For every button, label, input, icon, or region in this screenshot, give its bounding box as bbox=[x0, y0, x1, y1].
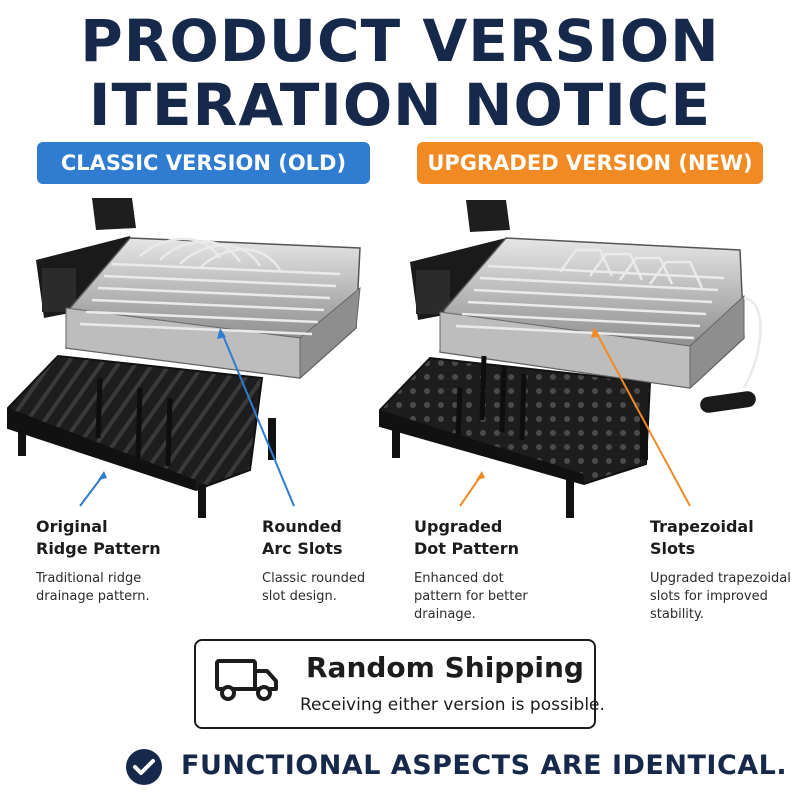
feature-desc: Enhanced dot bbox=[414, 571, 504, 586]
feature-desc: slot design. bbox=[262, 589, 337, 604]
dish-rack-comparison-illustration bbox=[7, 198, 762, 518]
feature-title: Upgraded bbox=[414, 517, 503, 536]
feature-title: Arc Slots bbox=[262, 539, 343, 558]
feature-desc: Traditional ridge bbox=[36, 571, 142, 586]
footer-text: FUNCTIONAL ASPECTS ARE IDENTICAL. bbox=[181, 750, 788, 781]
check-circle-icon bbox=[126, 749, 162, 785]
feature-desc: pattern for better bbox=[414, 589, 528, 604]
feature-desc: slots for improved bbox=[650, 589, 768, 604]
shipping-title: Random Shipping bbox=[306, 651, 584, 684]
feature-desc: stability. bbox=[650, 607, 704, 622]
feature-arc-slots: Rounded Arc Slots Classic rounded slot d… bbox=[262, 516, 365, 606]
page-title-line2: ITERATION NOTICE bbox=[88, 71, 712, 139]
shipping-subtitle: Receiving either version is possible. bbox=[300, 695, 605, 715]
feature-ridge-pattern: Original Ridge Pattern Traditional ridge… bbox=[36, 516, 161, 606]
feature-trapezoidal-slots: Trapezoidal Slots Upgraded trapezoidal s… bbox=[650, 516, 791, 624]
random-shipping-box: Random Shipping Receiving either version… bbox=[194, 639, 605, 729]
feature-title: Original bbox=[36, 517, 108, 536]
classic-version-badge: CLASSIC VERSION (OLD) bbox=[37, 142, 370, 184]
feature-title: Trapezoidal bbox=[650, 517, 754, 536]
page-title-line1: PRODUCT VERSION bbox=[80, 7, 720, 75]
feature-title: Rounded bbox=[262, 517, 342, 536]
feature-desc: drainage. bbox=[414, 607, 476, 622]
truck-icon bbox=[215, 659, 278, 701]
feature-title: Dot Pattern bbox=[414, 539, 520, 558]
upgraded-version-badge: UPGRADED VERSION (NEW) bbox=[417, 142, 763, 184]
classic-dish-rack bbox=[7, 198, 361, 518]
feature-desc: Upgraded trapezoidal bbox=[650, 571, 791, 586]
feature-dot-pattern: Upgraded Dot Pattern Enhanced dot patter… bbox=[414, 516, 528, 624]
feature-desc: Classic rounded bbox=[262, 571, 366, 586]
feature-title: Ridge Pattern bbox=[36, 539, 161, 558]
feature-title: Slots bbox=[650, 539, 696, 558]
upgraded-dish-rack bbox=[379, 200, 762, 518]
feature-desc: drainage pattern. bbox=[36, 589, 150, 604]
